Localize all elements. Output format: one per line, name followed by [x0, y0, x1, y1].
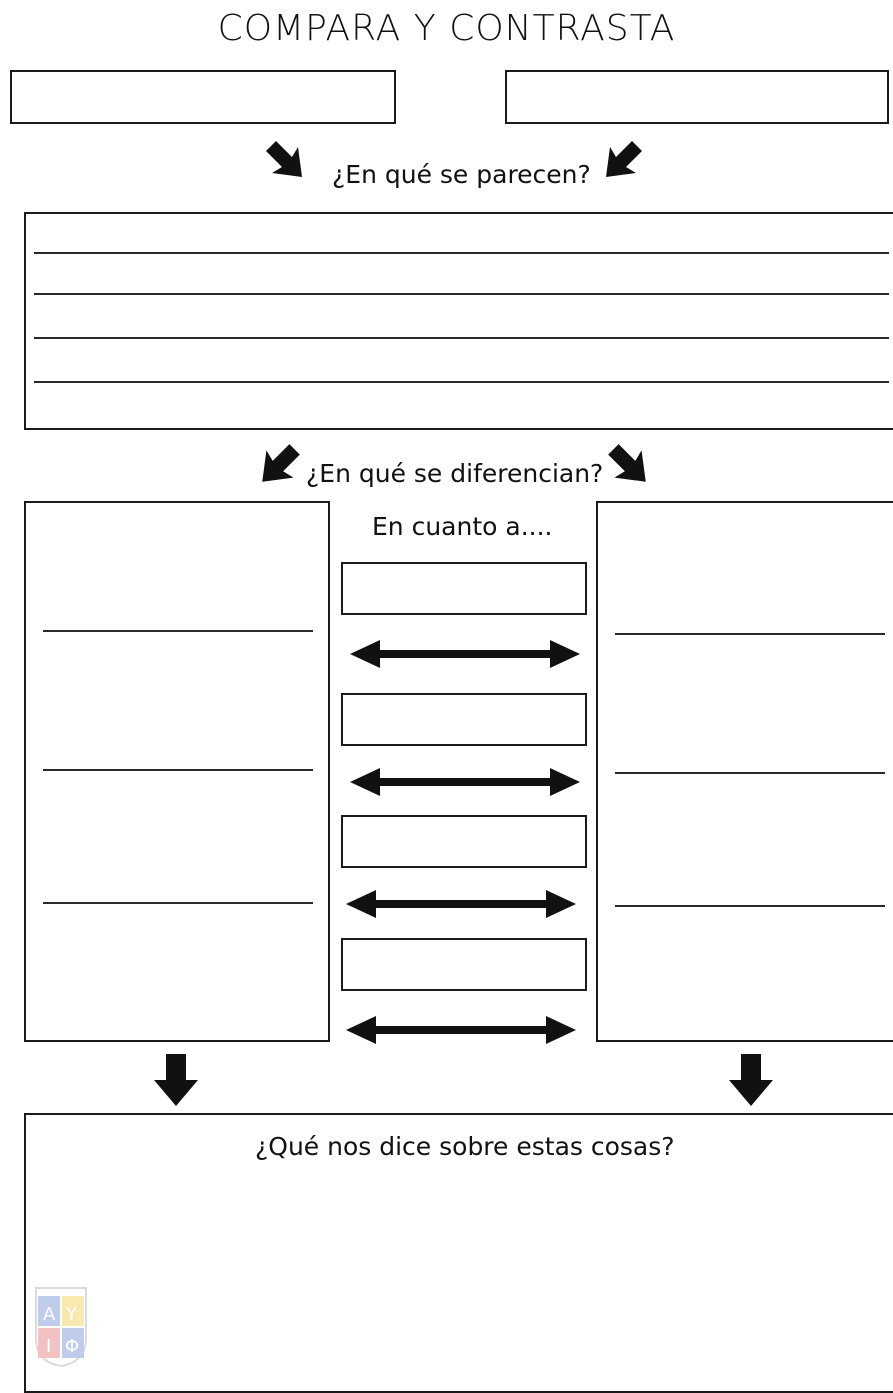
criterion-box-3[interactable]	[341, 815, 587, 868]
writing-line	[34, 381, 889, 383]
writing-line	[34, 293, 889, 295]
svg-text:A: A	[43, 1304, 56, 1325]
writing-line	[43, 902, 313, 904]
double-arrow-icon	[346, 1016, 576, 1044]
criterion-box-1[interactable]	[341, 562, 587, 615]
writing-line	[615, 772, 885, 774]
svg-text:I: I	[46, 1336, 51, 1357]
differences-right-box[interactable]	[596, 501, 893, 1042]
item-a-box[interactable]	[10, 70, 396, 124]
conclusion-box[interactable]	[24, 1113, 893, 1393]
item-b-box[interactable]	[505, 70, 889, 124]
conclusion-question: ¿Qué nos dice sobre estas cosas?	[255, 1132, 675, 1161]
svg-text:Y: Y	[65, 1304, 78, 1325]
double-arrow-icon	[350, 640, 580, 668]
arrow-down-icon	[729, 1054, 773, 1106]
similarities-box[interactable]	[24, 212, 893, 430]
differences-left-box[interactable]	[24, 501, 330, 1042]
svg-text:Φ: Φ	[65, 1336, 79, 1357]
arrow-down-icon	[154, 1054, 198, 1106]
similarities-question: ¿En qué se parecen?	[332, 160, 591, 189]
double-arrow-icon	[350, 768, 580, 796]
logo: A Y I Φ	[32, 1282, 90, 1368]
arrow-down-left-icon	[262, 444, 300, 482]
arrow-down-right-icon	[266, 141, 302, 177]
writing-line	[615, 633, 885, 635]
criterion-box-4[interactable]	[341, 938, 587, 991]
writing-line	[43, 630, 313, 632]
arrow-down-left-icon	[606, 141, 642, 177]
writing-line	[34, 252, 889, 254]
writing-line	[615, 905, 885, 907]
page-title: COMPARA Y CONTRASTA	[217, 8, 676, 49]
writing-line	[43, 769, 313, 771]
regarding-label: En cuanto a....	[372, 512, 553, 541]
arrow-down-right-icon	[608, 444, 646, 482]
writing-line	[34, 337, 889, 339]
differences-question: ¿En qué se diferencian?	[306, 459, 604, 488]
criterion-box-2[interactable]	[341, 693, 587, 746]
double-arrow-icon	[346, 890, 576, 918]
